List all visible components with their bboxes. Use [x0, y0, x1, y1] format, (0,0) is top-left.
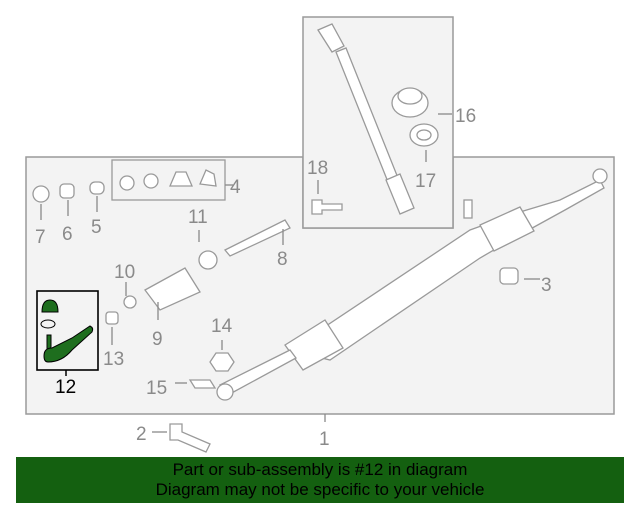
leader-lines: [40, 113, 540, 433]
callout-15: 15: [146, 378, 167, 399]
clamp-10[interactable]: [123, 295, 137, 309]
callout-18: 18: [307, 158, 328, 179]
callout-6: 6: [62, 224, 73, 245]
intermediate-shaft[interactable]: [317, 23, 415, 215]
part-13[interactable]: [105, 311, 119, 325]
callout-2: 2: [136, 424, 147, 445]
callout-10: 10: [114, 262, 135, 283]
part-6[interactable]: [59, 183, 75, 199]
callout-14: 14: [211, 316, 233, 337]
callout-5: 5: [91, 217, 102, 238]
part-7[interactable]: [32, 185, 50, 203]
callout-3: 3: [541, 275, 552, 296]
callout-8: 8: [277, 249, 288, 270]
o-ring-a[interactable]: [119, 175, 135, 191]
callout-12[interactable]: 12: [55, 377, 76, 398]
bolt-2[interactable]: [169, 423, 211, 453]
callout-16: 16: [455, 106, 476, 127]
bolt-18[interactable]: [311, 199, 343, 215]
seal-a[interactable]: [169, 171, 193, 187]
clamp-11[interactable]: [198, 250, 218, 270]
callout-7: 7: [35, 227, 46, 248]
outer-tie-rod-end[interactable]: [40, 299, 94, 363]
boot-seal[interactable]: [409, 123, 439, 147]
cotter-pin-15[interactable]: [188, 379, 217, 389]
dust-boot[interactable]: [391, 87, 429, 118]
banner-line-1: Part or sub-assembly is #12 in diagram: [172, 460, 468, 479]
bushing-3[interactable]: [499, 267, 519, 285]
column-frame: [302, 16, 454, 229]
seal-b[interactable]: [199, 169, 217, 187]
callout-11: 11: [188, 207, 208, 228]
o-ring-b[interactable]: [143, 173, 159, 189]
nut-14[interactable]: [209, 352, 235, 372]
rack-boot-9[interactable]: [144, 267, 201, 311]
callout-13: 13: [103, 349, 124, 370]
part-12-frame[interactable]: [36, 290, 99, 371]
steering-rack[interactable]: [216, 168, 608, 401]
callout-17: 17: [415, 171, 436, 192]
part-5[interactable]: [89, 181, 105, 195]
info-banner: Part or sub-assembly is #12 in diagram D…: [16, 457, 624, 503]
callout-1: 1: [319, 429, 330, 450]
inner-tie-rod[interactable]: [223, 219, 291, 257]
banner-line-2: Diagram may not be specific to your vehi…: [155, 480, 485, 499]
callout-4: 4: [230, 177, 241, 198]
callout-9: 9: [152, 329, 163, 350]
